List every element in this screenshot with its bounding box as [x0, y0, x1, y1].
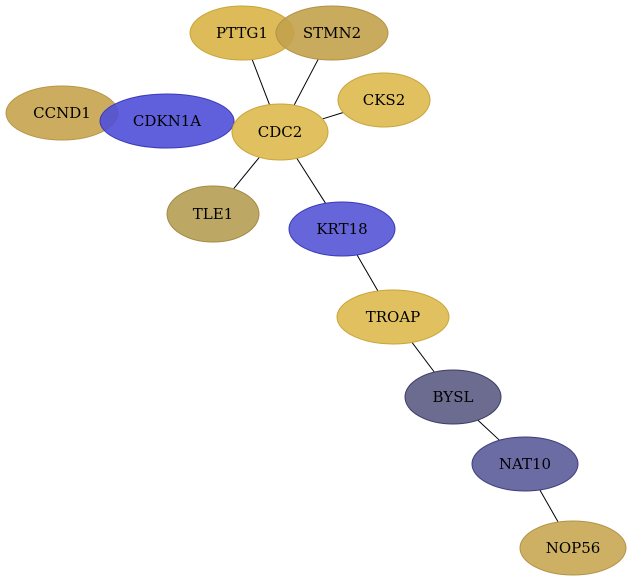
- node-label: STMN2: [303, 24, 361, 42]
- node-shape: [99, 93, 235, 149]
- node-shape: [336, 289, 450, 345]
- edge-cdc2-krt18: [296, 157, 327, 204]
- node-label: CCND1: [33, 104, 91, 122]
- node-cks2[interactable]: CKS2: [337, 72, 431, 128]
- edges-layer: [101, 58, 559, 523]
- node-cdc2[interactable]: CDC2: [231, 103, 329, 161]
- node-cdkn1a[interactable]: CDKN1A: [99, 93, 235, 149]
- edge-cks2-cdc2: [322, 112, 344, 120]
- edge-bysl-nat10: [477, 419, 500, 441]
- node-pttg1[interactable]: PTTG1: [189, 5, 295, 61]
- node-label: NAT10: [499, 455, 551, 473]
- node-label: NOP56: [546, 539, 601, 557]
- edge-troap-bysl: [411, 342, 435, 373]
- node-shape: [288, 201, 396, 257]
- node-tle1[interactable]: TLE1: [166, 185, 260, 243]
- node-label: CDKN1A: [133, 112, 201, 130]
- node-nat10[interactable]: NAT10: [471, 436, 579, 492]
- node-label: PTTG1: [216, 24, 268, 42]
- node-shape: [519, 520, 627, 576]
- node-label: KRT18: [316, 220, 367, 238]
- node-shape: [166, 185, 260, 243]
- node-troap[interactable]: TROAP: [336, 289, 450, 345]
- node-label: CKS2: [363, 91, 406, 109]
- node-label: CDC2: [258, 123, 303, 141]
- node-shape: [231, 103, 329, 161]
- node-bysl[interactable]: BYSL: [404, 369, 502, 425]
- node-stmn2[interactable]: STMN2: [275, 5, 389, 61]
- edge-nat10-nop56: [539, 489, 559, 523]
- node-shape: [404, 369, 502, 425]
- node-shape: [275, 5, 389, 61]
- edge-tle1-cdc2: [233, 156, 260, 190]
- node-nop56[interactable]: NOP56: [519, 520, 627, 576]
- node-krt18[interactable]: KRT18: [288, 201, 396, 257]
- node-shape: [337, 72, 431, 128]
- node-shape: [471, 436, 579, 492]
- node-label: TLE1: [193, 205, 233, 223]
- edge-krt18-troap: [356, 254, 379, 292]
- node-label: BYSL: [433, 388, 474, 406]
- node-label: TROAP: [366, 308, 421, 326]
- node-ccnd1[interactable]: CCND1: [5, 85, 119, 141]
- edge-stmn2-cdc2: [293, 58, 319, 106]
- edge-pttg1-cdc2: [251, 59, 270, 105]
